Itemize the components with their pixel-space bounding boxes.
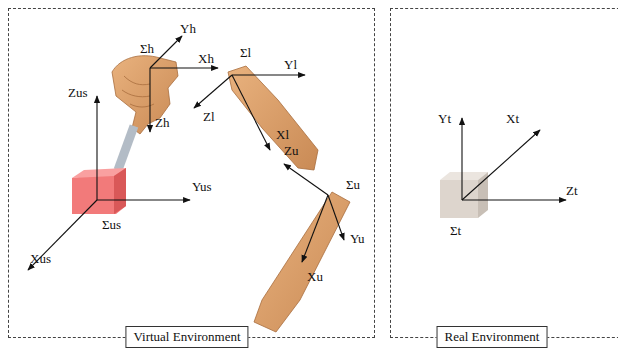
axis-label: Xus	[30, 252, 51, 265]
grey-cube	[440, 172, 488, 218]
axis-label: Zu	[284, 144, 298, 157]
forearm	[228, 66, 318, 170]
axis-label: Zt	[566, 184, 578, 197]
axis-label: Xl	[276, 128, 289, 141]
axis-label: Σl	[240, 46, 251, 59]
axis-label: Zl	[203, 110, 215, 123]
axis-label: Yu	[350, 232, 364, 245]
region-title: Virtual Environment	[125, 326, 248, 348]
axis-label: Yus	[192, 180, 212, 193]
region-title: Real Environment	[437, 326, 548, 348]
axis-label: Σh	[140, 42, 154, 55]
coordinate-axes	[28, 36, 566, 270]
red-cube	[72, 168, 126, 214]
axis-label: Zus	[68, 86, 88, 99]
upper-arm	[254, 192, 350, 332]
axis-label: Yt	[438, 112, 451, 125]
axis-label: Yl	[284, 58, 297, 71]
axis-label: Xt	[506, 112, 519, 125]
axis-label: Σu	[346, 178, 360, 191]
hand	[112, 56, 178, 134]
axis-label: Xh	[198, 52, 214, 65]
environment-region: Virtual Environment	[8, 8, 375, 338]
stick	[118, 126, 134, 170]
axis-label: Xu	[307, 270, 323, 283]
environment-region: Real Environment	[390, 8, 618, 338]
axis-label: Σus	[102, 218, 121, 231]
axis-label: Zh	[155, 116, 169, 129]
axis-label: Σt	[450, 224, 461, 237]
axis-label: Yh	[180, 22, 196, 35]
